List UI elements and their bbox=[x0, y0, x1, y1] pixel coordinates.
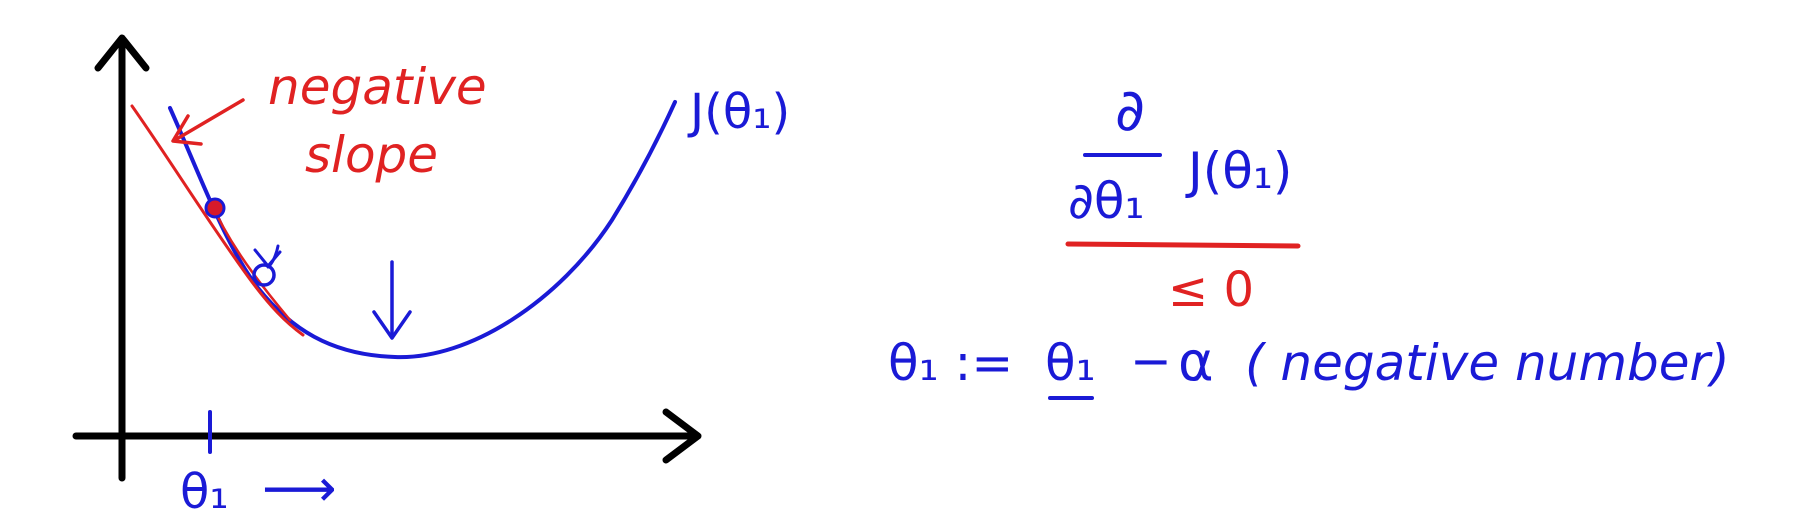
sign-result-underline bbox=[1065, 241, 1301, 249]
update-minus: − bbox=[1130, 332, 1172, 390]
step-arrowhead bbox=[253, 248, 282, 268]
update-theta: θ₁ bbox=[1045, 334, 1096, 392]
update-alpha: α bbox=[1178, 330, 1214, 393]
sign-result: ≤ 0 bbox=[1168, 262, 1254, 318]
curve-label: J(θ₁) bbox=[687, 84, 790, 140]
next-point-marker bbox=[252, 263, 276, 287]
update-rule: θ₁ := θ₁ − α ( negative number) bbox=[888, 330, 1730, 400]
tangent-line-second-stroke bbox=[208, 198, 292, 322]
cost-curve bbox=[168, 100, 677, 360]
slope-note-line2: slope bbox=[305, 126, 438, 184]
x-label-arrow: ⟶ bbox=[262, 459, 337, 519]
slope-note-line1: negative bbox=[268, 58, 487, 116]
derivative-function: J(θ₁) bbox=[1185, 142, 1292, 200]
current-point-marker bbox=[204, 197, 226, 219]
cost-function-plot: J(θ₁) negative slope θ₁ ⟶ bbox=[72, 34, 790, 520]
update-paren-text: ( negative number) bbox=[1245, 334, 1730, 392]
note-pointer-arrow bbox=[173, 98, 245, 142]
note-pointer-arrowhead bbox=[171, 114, 203, 146]
y-axis-arrowhead bbox=[94, 34, 150, 72]
derivative-numerator: ∂ bbox=[1115, 76, 1145, 144]
update-lhs: θ₁ := bbox=[888, 334, 1013, 392]
derivative-expression: ∂ ∂θ₁ J(θ₁) ≤ 0 bbox=[1065, 76, 1301, 318]
minimum-arrowhead bbox=[372, 310, 412, 340]
derivative-denominator: ∂θ₁ bbox=[1068, 172, 1145, 230]
x-label-theta1: θ₁ bbox=[180, 464, 229, 520]
tangent-line bbox=[130, 104, 305, 337]
x-axis-arrowhead bbox=[662, 408, 702, 464]
